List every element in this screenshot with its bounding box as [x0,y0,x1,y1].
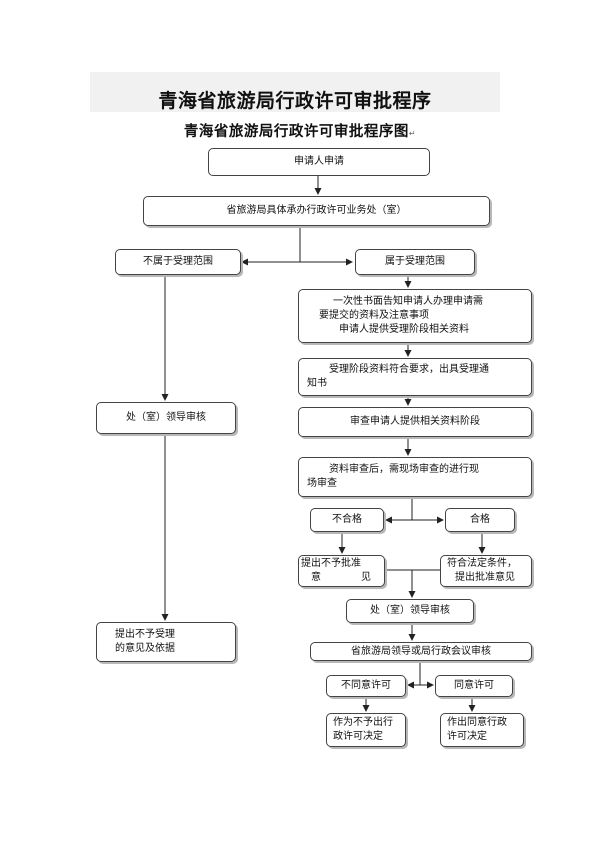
accept-line-1: 受理阶段资料符合要求，出具受理通 [329,364,489,375]
approve-line-1: 符合法定条件， [447,558,517,569]
node-review-stage: 审查申请人提供相关资料阶段 [298,407,532,437]
node-bureau-review: 省旅游局领导或局行政会议审核 [310,642,532,661]
node-deny: 作为不予出行 政许可决定 [326,713,406,747]
node-left-review: 处（室）领导审核 [96,402,236,434]
reject-line-2: 意 见 [311,571,371,585]
accept-line-2: 知书 [307,378,327,389]
flowchart-title-text: 青海省旅游局行政许可审批程序图 [183,124,409,140]
reject-line-1: 提出不予批准 [301,558,361,569]
page-title: 青海省旅游局行政许可审批程序 [158,90,432,112]
approve-line-2: 提出批准意见 [455,572,515,583]
node-fail: 不合格 [310,508,384,532]
reject-line-2-a: 意 [311,572,321,583]
node-grant: 作出同意行政 许可决定 [440,713,524,747]
node-disagree: 不同意许可 [326,675,406,697]
grant-line-1: 作出同意行政 [447,717,507,728]
node-agree: 同意许可 [435,675,513,697]
node-approve: 符合法定条件， 提出批准意见 [440,555,532,587]
return-mark: ↵ [408,129,417,138]
node-pass: 合格 [445,508,515,532]
deny-line-1: 作为不予出行 [333,717,393,728]
node-division-review: 处（室）领导审核 [346,599,474,623]
notify-line-3: 申请人提供受理阶段相关资料 [339,324,469,335]
node-apply: 申请人申请 [208,148,430,176]
title-background [90,72,500,112]
left-reject-line-1: 提出不予受理 [115,629,175,640]
flowchart-title: 青海省旅游局行政许可审批程序图↵ [150,120,450,141]
node-notify: 一次性书面告知申请人办理申请需 要提交的资料及注意事项 申请人提供受理阶段相关资… [298,289,532,343]
notify-line-1: 一次性书面告知申请人办理申请需 [333,296,483,307]
node-department: 省旅游局具体承办行政许可业务处（室） [143,196,490,226]
grant-line-2: 许可决定 [447,731,487,742]
node-accept: 受理阶段资料符合要求，出具受理通 知书 [298,358,532,396]
node-site-check: 资料审查后，需现场审查的进行现 场审查 [298,457,532,497]
site-line-1: 资料审查后，需现场审查的进行现 [329,464,479,475]
left-reject-line-2: 的意见及依据 [115,643,175,654]
reject-line-2-b: 见 [361,572,371,583]
node-in-scope: 属于受理范围 [355,249,475,275]
notify-line-2: 要提交的资料及注意事项 [319,310,429,321]
node-reject: 提出不予批准 意 见 [298,555,385,587]
deny-line-2: 政许可决定 [333,731,383,742]
node-left-reject: 提出不予受理 的意见及依据 [96,622,236,662]
site-line-2: 场审查 [307,478,337,489]
node-not-in-scope: 不属于受理范围 [115,249,241,275]
